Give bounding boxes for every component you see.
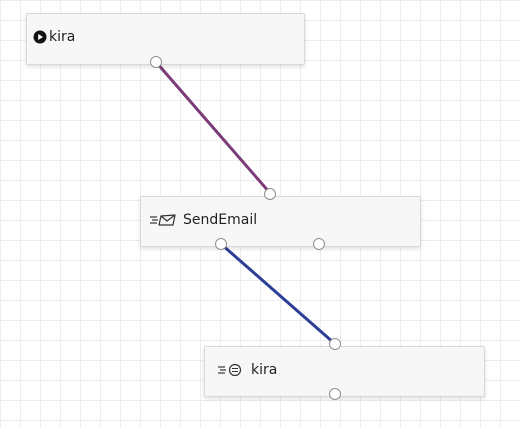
node-start-output-port[interactable] <box>150 56 162 68</box>
node-sendemail-output-left-port[interactable] <box>215 238 227 250</box>
edge-start-to-sendemail[interactable] <box>154 60 272 195</box>
node-end-header: kira <box>217 345 277 394</box>
node-sendemail-header: SendEmail <box>149 195 257 244</box>
node-end-output-port[interactable] <box>329 388 341 400</box>
node-end-title: kira <box>251 361 278 378</box>
send-email-icon <box>149 213 177 227</box>
node-sendemail-output-right-port[interactable] <box>313 238 325 250</box>
node-sendemail-title: SendEmail <box>183 211 258 228</box>
node-start[interactable]: kira <box>26 12 305 68</box>
node-sendemail-input-port[interactable] <box>264 188 276 200</box>
play-circle-icon <box>33 30 47 44</box>
end-email-icon <box>217 363 245 377</box>
node-sendemail[interactable]: SendEmail <box>140 188 421 250</box>
edge-sendemail-to-end[interactable] <box>219 242 336 345</box>
node-end-input-port[interactable] <box>329 338 341 350</box>
node-start-title: kira <box>49 29 76 45</box>
node-start-header: kira <box>33 12 75 62</box>
node-end[interactable]: kira <box>204 338 485 400</box>
